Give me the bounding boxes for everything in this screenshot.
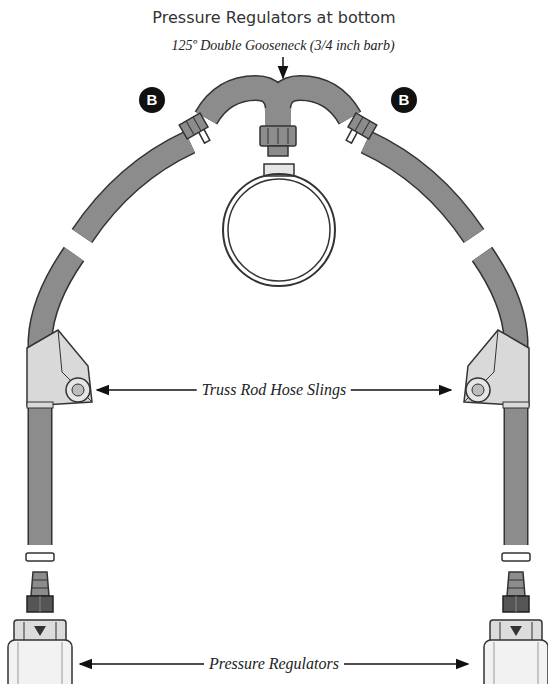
left-hose-assembly	[8, 87, 210, 684]
double-gooseneck	[179, 88, 377, 156]
double-gooseneck	[268, 128, 269, 144]
part-label: 125º Double Gooseneck (3/4 inch barb)	[166, 38, 399, 54]
barb	[355, 117, 363, 131]
barb	[193, 117, 201, 131]
part-label: Pressure Regulators	[204, 655, 344, 673]
mounting-ring	[223, 164, 335, 286]
barb	[179, 113, 208, 139]
diagram-title: Pressure Regulators at bottom	[152, 9, 395, 27]
leader-arrow	[282, 57, 284, 78]
barb	[179, 113, 208, 139]
double-gooseneck	[278, 128, 279, 144]
double-gooseneck	[265, 108, 291, 128]
callout-letter: B	[399, 91, 410, 108]
double-gooseneck	[260, 126, 296, 146]
double-gooseneck	[288, 128, 289, 144]
callout-letter: B	[147, 91, 158, 108]
mounting-ring	[228, 179, 330, 281]
right-hose-assembly	[346, 87, 548, 684]
part-label: Truss Rod Hose Slings	[197, 381, 351, 399]
barb	[348, 113, 377, 139]
barb	[348, 113, 377, 139]
double-gooseneck	[268, 146, 288, 156]
barb	[362, 121, 370, 135]
barb	[186, 121, 194, 135]
mounting-ring	[223, 174, 335, 286]
